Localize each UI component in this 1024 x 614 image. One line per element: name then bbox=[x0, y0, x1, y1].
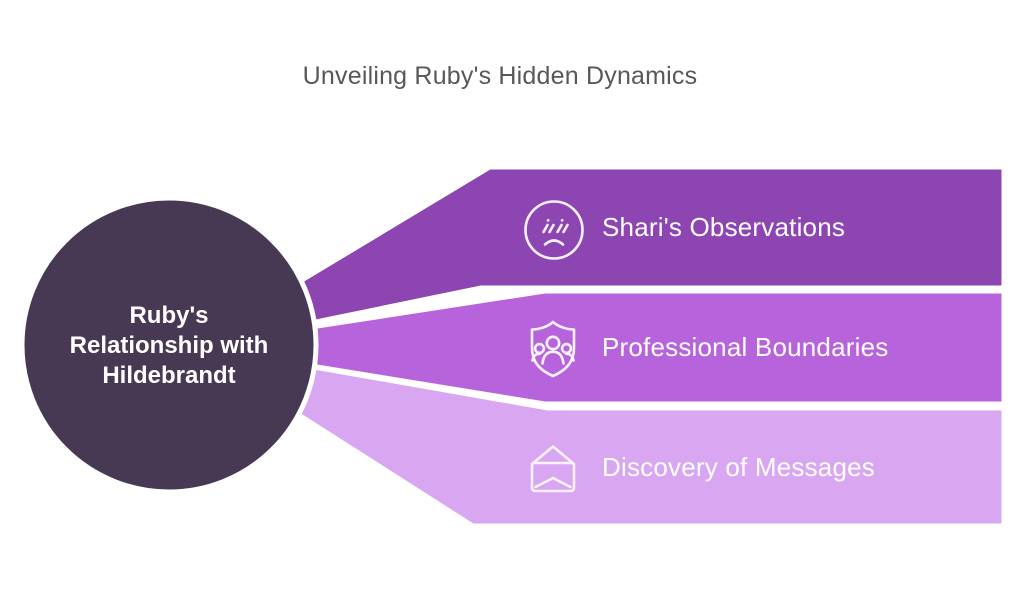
branch-banner-2 bbox=[192, 290, 1005, 405]
center-node-label: Ruby's Relationship with Hildebrandt bbox=[69, 302, 269, 389]
branch-label-discovery-of-messages: Discovery of Messages bbox=[602, 451, 875, 482]
branch-banner-3 bbox=[192, 345, 1005, 527]
center-circle bbox=[19, 195, 319, 495]
branch-banner-1 bbox=[192, 166, 1005, 348]
team-shield-icon bbox=[530, 320, 576, 378]
branch-label-sharis-observations: Shari's Observations bbox=[602, 212, 846, 242]
branch-label-professional-boundaries: Professional Boundaries bbox=[602, 332, 889, 362]
open-envelope-icon bbox=[530, 445, 576, 493]
page-title: Unveiling Ruby's Hidden Dynamics bbox=[302, 62, 698, 90]
worried-face-icon bbox=[524, 200, 584, 260]
